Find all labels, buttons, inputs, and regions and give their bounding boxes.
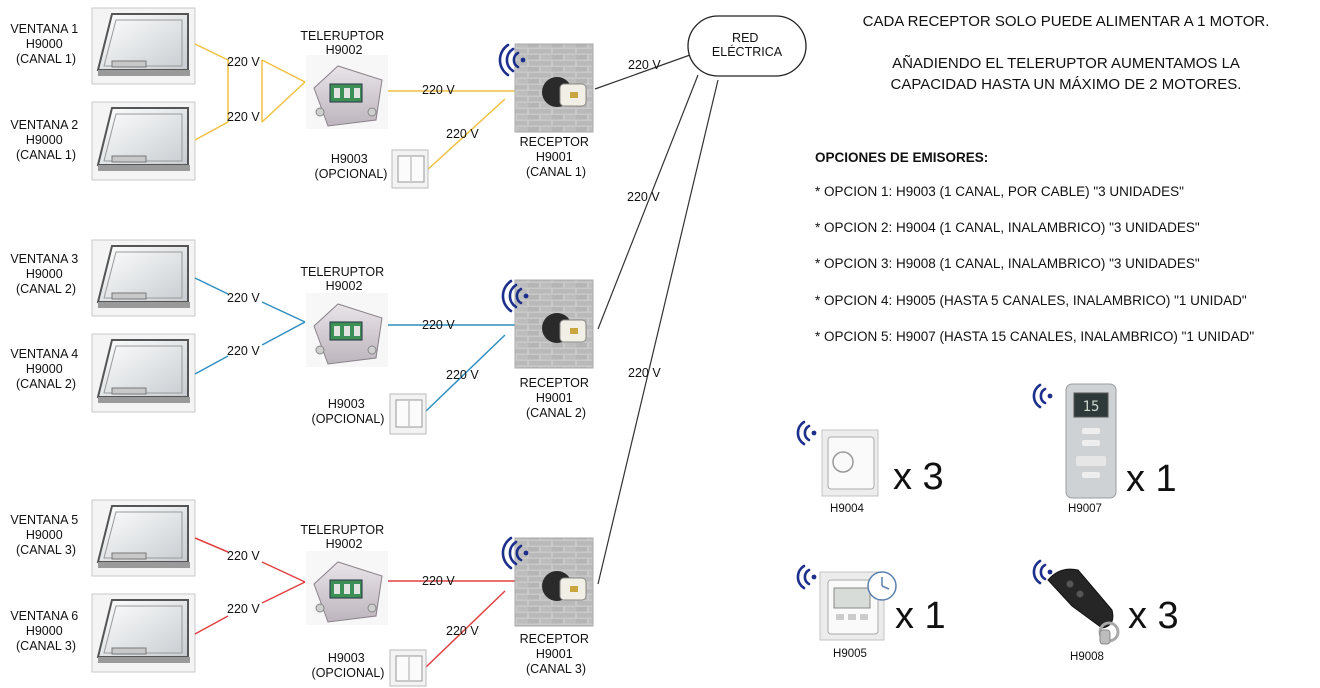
keyfob-remote-icon [1047, 568, 1120, 645]
wifi-signal-icon [796, 420, 817, 446]
teleruptor-label: TELERUPTOR H9002 [300, 265, 387, 293]
emisor-name: H9005 [833, 648, 867, 660]
window-icon [91, 239, 196, 317]
emisor-h9005: x 1 H9005 [796, 564, 946, 660]
voltage-label: 220 V [227, 291, 260, 305]
wall-switch-icon [389, 649, 427, 687]
ventana-label: VENTANA 4 H9000 (CANAL 2) [10, 347, 81, 391]
voltage-label: 220 V [227, 55, 260, 69]
receptor-icon [514, 537, 594, 627]
teleruptor-label: TELERUPTOR H9002 [300, 29, 387, 57]
window-icon [91, 499, 196, 577]
wifi-signal-icon [501, 279, 529, 313]
wall-switch-icon [391, 149, 429, 189]
opcion-item: * OPCION 2: H9004 (1 CANAL, INALAMBRICO)… [815, 220, 1200, 235]
voltage-label: 220 V [627, 190, 660, 204]
canal-3-wires [194, 537, 515, 669]
wifi-signal-icon [498, 43, 526, 77]
wifi-signal-icon [501, 536, 529, 570]
power-lines [594, 54, 719, 585]
remote-15-channel-icon: 15 [1065, 383, 1117, 499]
window-icon [91, 333, 196, 413]
receptor-label: RECEPTOR H9001 (CANAL 3) [520, 632, 593, 676]
teleruptor-label: TELERUPTOR H9002 [300, 523, 387, 551]
opcion-item: * OPCION 1: H9003 (1 CANAL, POR CABLE) "… [815, 184, 1184, 199]
ventana-label: VENTANA 1 H9000 (CANAL 1) [10, 22, 81, 66]
window-icon [91, 101, 196, 181]
emisor-qty: x 1 [1126, 458, 1177, 500]
wall-switch-icon [389, 393, 427, 435]
opcional-label: H9003 (OPCIONAL) [315, 152, 388, 181]
voltage-label: 220 V [227, 344, 260, 358]
ventana-label: VENTANA 3 H9000 (CANAL 2) [10, 252, 81, 296]
opcional-label: H9003 (OPCIONAL) [312, 397, 385, 426]
voltage-label: 220 V [628, 366, 661, 380]
note-line: CADA RECEPTOR SOLO PUEDE ALIMENTAR A 1 M… [863, 13, 1270, 30]
wifi-signal-icon [1032, 383, 1053, 409]
wall-switch-wireless-icon [821, 429, 879, 497]
emisor-name: H9004 [830, 503, 864, 515]
opcion-item: * OPCION 5: H9007 (HASTA 15 CANALES, INA… [815, 329, 1254, 344]
ventana-label: VENTANA 6 H9000 (CANAL 3) [10, 609, 81, 653]
group-canal-2: VENTANA 3 H9000 (CANAL 2) VENTANA 4 H900… [10, 239, 594, 435]
wifi-signal-icon [796, 564, 817, 590]
emisor-qty: x 1 [895, 595, 946, 637]
emisor-qty: x 3 [1128, 595, 1179, 637]
group-canal-3: VENTANA 5 H9000 (CANAL 3) VENTANA 6 H900… [10, 499, 594, 687]
voltage-label: 220 V [227, 602, 260, 616]
opciones-title: OPCIONES DE EMISORES: [815, 150, 988, 165]
voltage-label: 220 V [446, 368, 479, 382]
emisor-h9007: 15 x 1 H9007 [1032, 383, 1177, 515]
canal-1-wires [194, 43, 515, 173]
junction-box-icon [306, 551, 388, 625]
note-line: CAPACIDAD HASTA UN MÁXIMO DE 2 MOTORES. [891, 76, 1242, 93]
timer-switch-icon [819, 571, 897, 641]
notes: CADA RECEPTOR SOLO PUEDE ALIMENTAR A 1 M… [863, 13, 1270, 93]
remote-display: 15 [1083, 399, 1100, 415]
canal-2-wires [194, 277, 515, 413]
emisor-h9008: x 3 H9008 [1032, 559, 1179, 663]
voltage-label: 220 V [227, 549, 260, 563]
emisor-qty: x 3 [893, 456, 944, 498]
red-electrica-node [687, 15, 807, 77]
junction-box-icon [306, 55, 388, 129]
window-icon [91, 7, 196, 85]
emisor-name: H9008 [1070, 651, 1104, 663]
voltage-label: 220 V [422, 83, 455, 97]
receptor-label: RECEPTOR H9001 (CANAL 2) [520, 376, 593, 420]
opciones-list: OPCIONES DE EMISORES: * OPCION 1: H9003 … [815, 150, 1254, 344]
red-electrica: RED ELÉCTRICA 220 V 220 V 220 V [594, 15, 807, 585]
voltage-label: 220 V [446, 127, 479, 141]
note-line: AÑADIENDO EL TELERUPTOR AUMENTAMOS LA [892, 55, 1240, 72]
group-canal-1: VENTANA 1 H9000 (CANAL 1) VENTANA 2 H900… [10, 7, 594, 189]
red-electrica-label: RED ELÉCTRICA [712, 31, 783, 59]
opcional-label: H9003 (OPCIONAL) [312, 651, 385, 680]
wifi-signal-icon [1032, 559, 1053, 585]
voltage-label: 220 V [422, 318, 455, 332]
voltage-label: 220 V [628, 58, 661, 72]
opcion-item: * OPCION 4: H9005 (HASTA 5 CANALES, INAL… [815, 293, 1247, 308]
window-icon [91, 593, 196, 673]
receptor-icon [514, 279, 594, 369]
junction-box-icon [306, 293, 388, 367]
receptor-icon [514, 43, 594, 133]
ventana-label: VENTANA 2 H9000 (CANAL 1) [10, 118, 81, 162]
voltage-label: 220 V [446, 624, 479, 638]
emisor-h9004: x 3 H9004 [796, 420, 944, 515]
voltage-label: 220 V [422, 574, 455, 588]
opcion-item: * OPCION 3: H9008 (1 CANAL, INALAMBRICO)… [815, 256, 1200, 271]
voltage-label: 220 V [227, 110, 260, 124]
ventana-label: VENTANA 5 H9000 (CANAL 3) [10, 513, 81, 557]
receptor-label: RECEPTOR H9001 (CANAL 1) [520, 135, 593, 179]
emisor-name: H9007 [1068, 503, 1102, 515]
